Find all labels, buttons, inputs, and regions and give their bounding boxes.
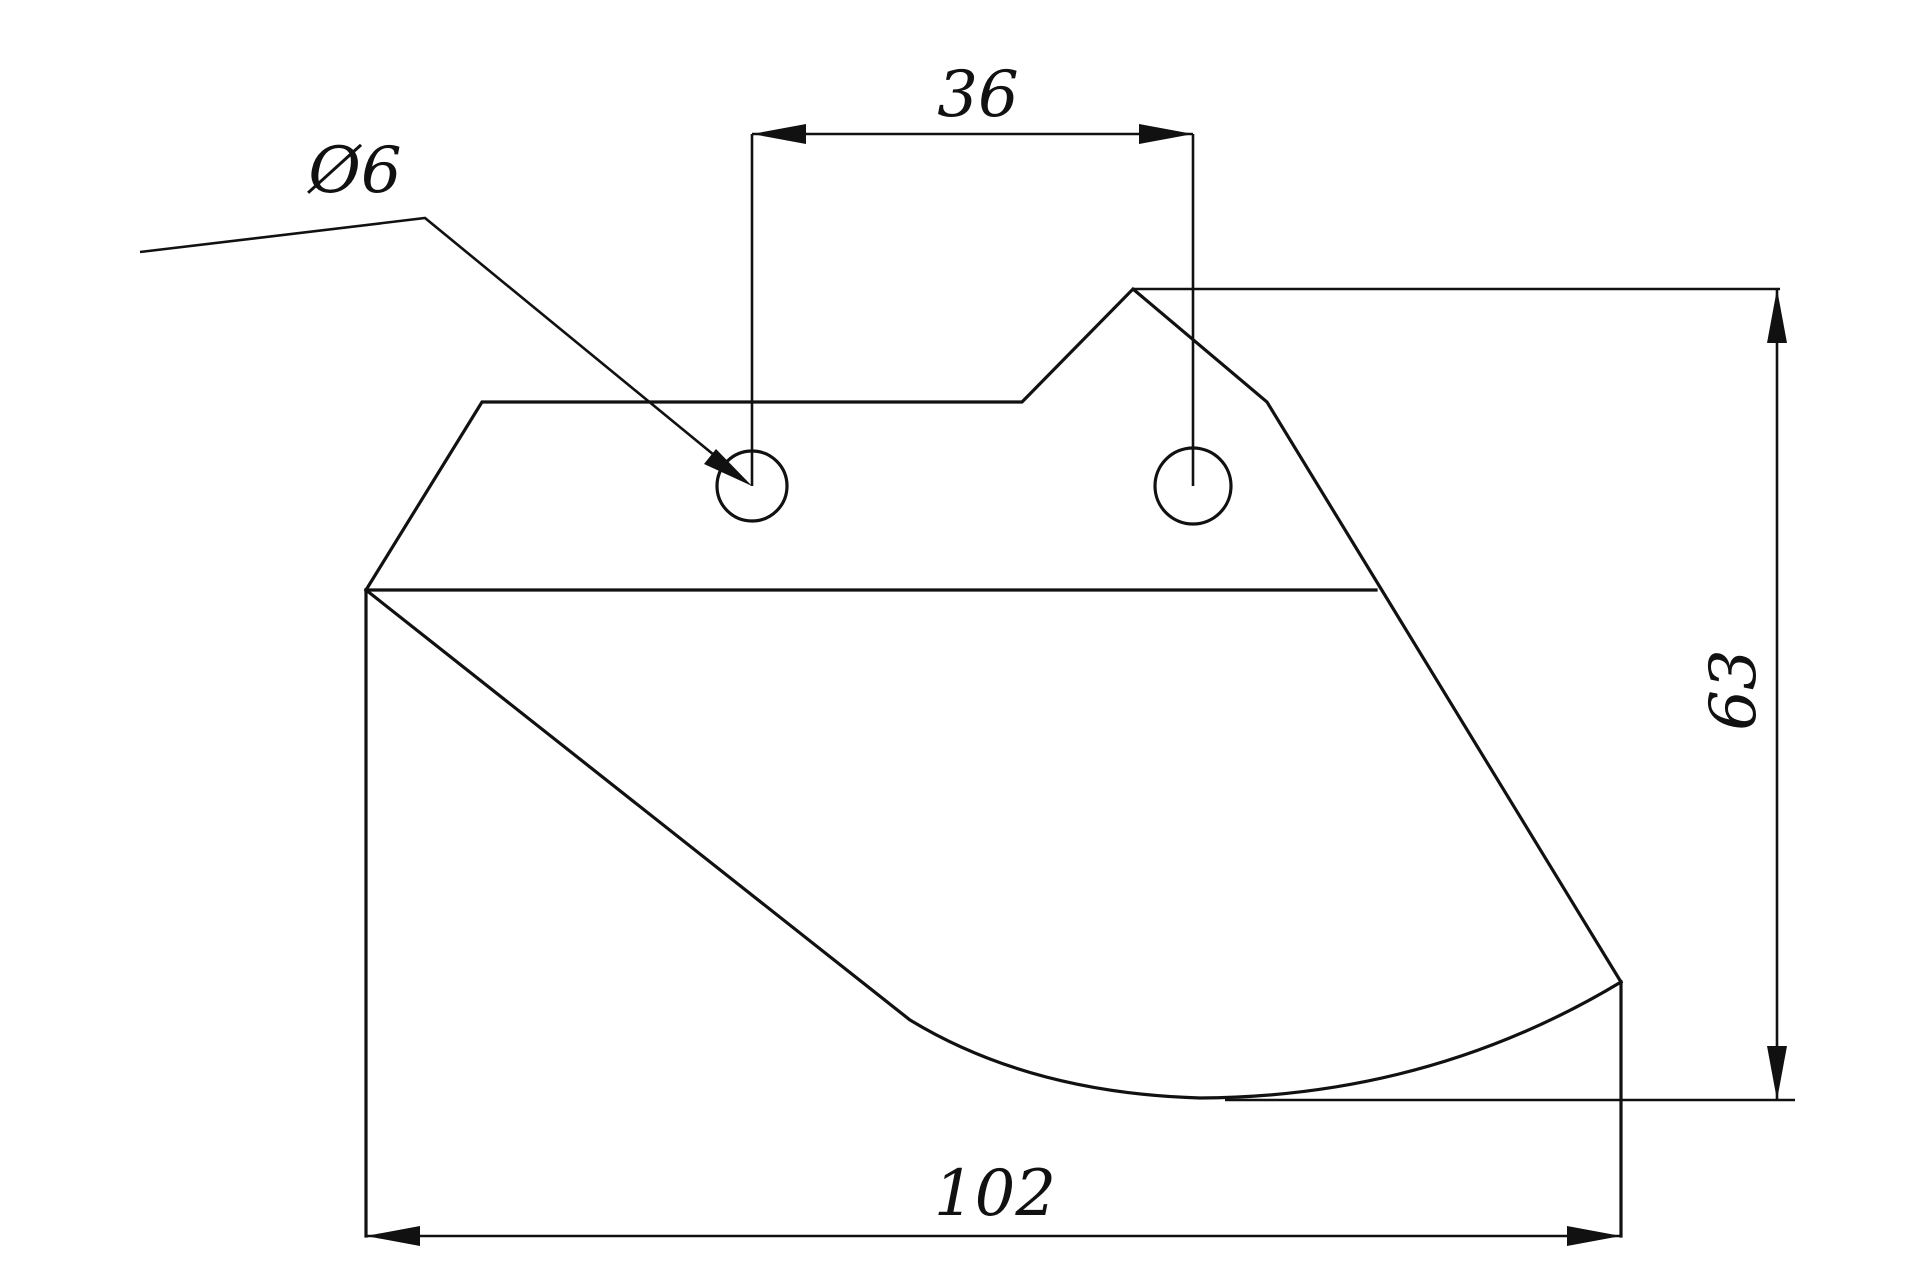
- overall-height-label: 63: [1697, 649, 1771, 730]
- overall-width-label: 102: [934, 1157, 1056, 1231]
- arrowhead-width-left: [366, 1226, 420, 1246]
- arrowhead-spacing-left: [752, 124, 806, 144]
- diameter-leader-line: [139, 216, 743, 480]
- hole-spacing-label: 36: [937, 58, 1018, 132]
- hole-diameter-label: Ø6: [306, 134, 401, 208]
- part-cutting-edge: [363, 587, 1624, 1100]
- part-outline: [363, 286, 1624, 1238]
- arrowhead-diameter-leader: [704, 449, 752, 486]
- arrowhead-spacing-right: [1139, 124, 1193, 144]
- hole-spacing-dimension: 36: [750, 58, 1195, 486]
- arrowhead-height-bottom: [1767, 1046, 1787, 1100]
- hole-diameter-callout: Ø6: [139, 134, 752, 486]
- overall-height-dimension: 63: [1133, 287, 1795, 1102]
- arrowhead-width-right: [1567, 1226, 1621, 1246]
- arrowhead-height-top: [1767, 289, 1787, 343]
- part-top-contour: [363, 286, 1624, 985]
- overall-width-dimension: 102: [366, 1157, 1621, 1246]
